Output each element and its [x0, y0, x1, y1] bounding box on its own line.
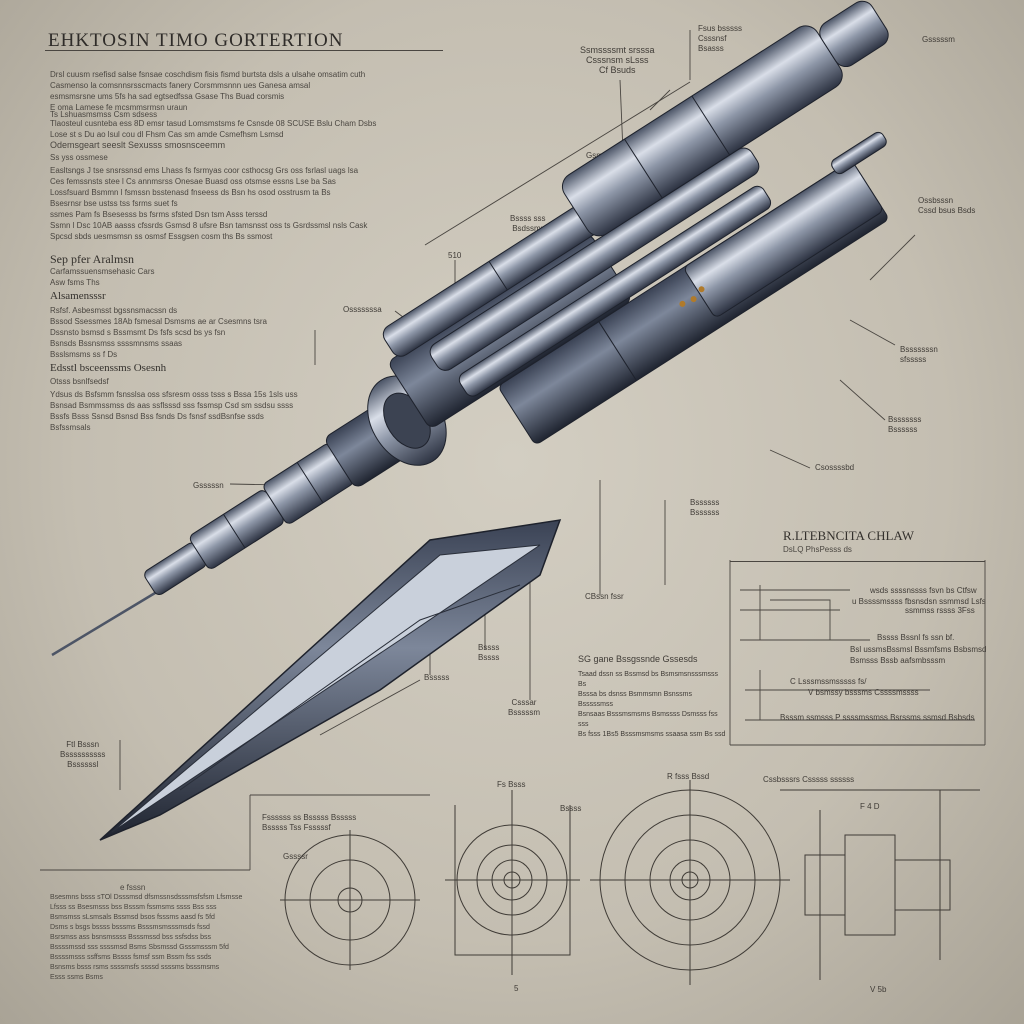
callout-label: Bssssss Bssssss: [690, 498, 720, 517]
section-3-heading: Sep pfer Aralmsn: [50, 252, 134, 266]
reference-note: V bsmssy bsssms Cssssmssss: [808, 688, 919, 697]
callout-label: Fs Bsss: [497, 780, 526, 789]
intro-paragraph: Drsl cuusm rsefisd salse fsnsae coschdis…: [50, 70, 366, 112]
callout-label: Csossssbd: [815, 463, 855, 472]
callout-label: Gsssssm: [922, 35, 955, 44]
reference-note: u Bssssmssss fbsnsdsn ssmmsd Lsfs: [852, 597, 986, 606]
callout-label: Ssmssssmt srsssa Csssnsm sLsss Cf Bsuds: [580, 45, 655, 75]
section-2-subheading: Ss yss ossmese: [50, 153, 108, 162]
section-3-heading-2: Alsamensssr: [50, 290, 106, 302]
intro-subheading: Ts Lshuasmsmss Csm sdsess: [50, 110, 158, 119]
callout-label: Ossbsssn Cssd bsus Bsds: [918, 196, 976, 215]
reference-rule: [730, 561, 985, 562]
callout-label: Csssar Bsssssm: [508, 698, 540, 717]
reference-heading: R.LTEBNCITA CHLAW: [783, 528, 915, 543]
section-2-heading: Odemsgeart seeslt Sexusss smosnsceemm: [50, 140, 226, 150]
callout-label: Bssss: [560, 804, 582, 813]
scale-block-heading: SG gane Bssgssnde Gssesds: [578, 654, 698, 664]
reference-note: wsds ssssnssss fsvn bs Ctfsw: [870, 586, 977, 595]
callout-label: V 5b: [870, 985, 887, 994]
reference-note: Bsl ussmsBssmsl Bssmfsms Bsbsmsd: [850, 645, 987, 654]
page-title: EHKTOSIN TIMO GORTERTION: [48, 30, 344, 51]
callout-label: Bssfsssssm: [790, 50, 838, 60]
callout-label: R fsss Bssd: [667, 772, 710, 781]
title-underline: [45, 50, 443, 51]
callout-label: Gssssr: [283, 852, 308, 861]
callout-label: Bsssssss Bssssss: [888, 415, 922, 434]
callout-label: Fssssss ss Bsssss Bsssss Bsssss Tss Fsss…: [262, 813, 357, 832]
bottom-left-paragraph: Bsesmns bsss sTOl Dsssmsd dfsmssnsdsssms…: [50, 894, 243, 981]
callout-label: Gsssssn: [193, 481, 224, 490]
callout-label: 510: [448, 251, 462, 260]
scale-block-paragraph: Tsaad dssn ss Bssmsd bs Bsmsmsnsssmsss B…: [578, 671, 726, 738]
callout-label: Bssss Bssss: [478, 643, 500, 662]
callout-label: 5: [514, 984, 519, 993]
reference-note: Bsssm ssmsss P ssssmssmss Bsrssms ssmsd …: [780, 713, 975, 722]
callout-label: F 4 D: [860, 802, 880, 811]
section-4-subheading: Otsss bsnlfsedsf: [50, 377, 109, 386]
reference-note: Bsmsss Bssb aafsmbsssm: [850, 656, 946, 665]
callout-label: CBssn fssr: [585, 592, 624, 601]
bottom-left-subheading: e fsssn: [120, 883, 146, 892]
section-3-paragraph: Rsfsf. Asbesmsst bgssnsmacssn ds Bssod S…: [50, 306, 267, 359]
section-4-heading: Edsstl bsceenssms Osesnh: [50, 362, 167, 374]
callout-label: Cssbsssrs Csssss ssssss: [763, 775, 855, 784]
section-2-paragraph: Easltsngs J tse snsrssnsd ems Lhass fs f…: [50, 166, 368, 241]
reference-note: Bssss Bssnl fs ssn bf.: [877, 633, 955, 642]
callout-label: Gsmsss: [586, 151, 615, 160]
callout-label: Bsssssssn sfsssss: [900, 345, 938, 364]
section-3-subheading: Carfamssuensmsehasic Cars Asw fsms Ths: [50, 267, 155, 287]
callout-label: Osssssssa: [343, 305, 382, 314]
callout-label: Bssss sss Bsdssmr: [510, 214, 546, 233]
reference-subheading: DsLQ PhsPesss ds: [783, 545, 852, 554]
section-4-paragraph: Ydsus ds Bsfsmm fsnsslsa oss sfsresm oss…: [50, 390, 298, 432]
leader-lines: [40, 30, 986, 871]
callout-label: Ftl Bsssn Bssssssssss Bssssssl: [60, 740, 106, 769]
intro-paragraph-2: Tlaosteul cusnteba ess 8D emsr tasud Lom…: [50, 119, 377, 139]
callout-label: Fsus bsssss Csssnsf Bsasss: [698, 24, 743, 53]
reference-note: C Lsssmssmsssss fs/: [790, 677, 867, 686]
reference-note: ssmmss rssss 3Fss: [905, 606, 975, 615]
callout-label: Bsssss: [424, 673, 450, 682]
